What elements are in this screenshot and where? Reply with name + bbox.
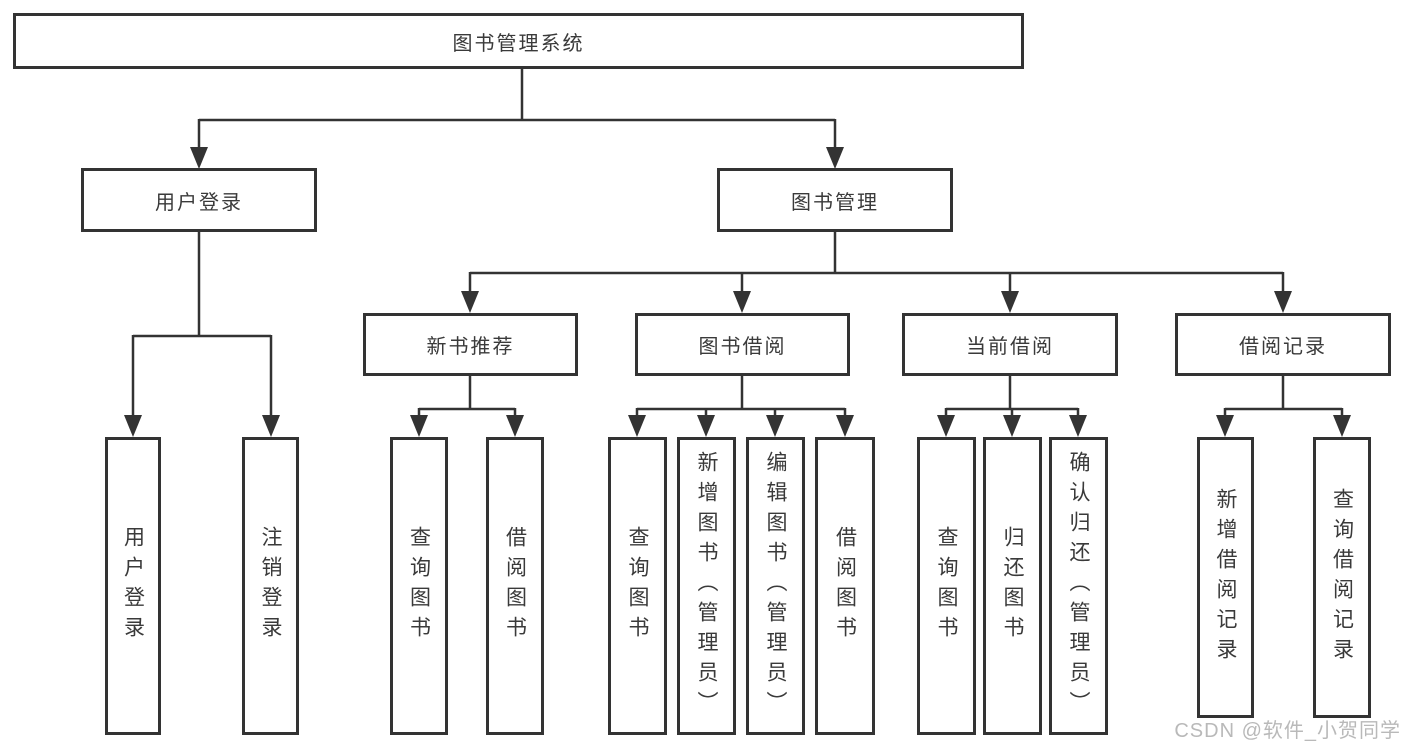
leaf-add-books-admin: 新增图书（管理员）: [677, 437, 736, 735]
node-label: 新增图书（管理员）: [695, 451, 718, 721]
node-label: 图书管理: [791, 191, 879, 214]
node-label: 新书推荐: [426, 336, 515, 358]
csdn-watermark: CSDN @软件_小贺同学: [1174, 720, 1401, 742]
node-label: 编辑图书（管理员）: [764, 451, 787, 721]
node-label: 注销登录: [259, 526, 282, 646]
node-label: 借阅图书: [833, 526, 857, 646]
node-book-management: 图书管理: [717, 168, 953, 232]
node-label: 查询借阅记录: [1330, 487, 1354, 668]
leaf-recommend-borrow-books: 借阅图书: [486, 437, 544, 735]
node-label: 当前借阅: [966, 336, 1054, 358]
node-borrowing-records: 借阅记录: [1175, 313, 1391, 376]
node-library-management-system: 图书管理系统: [13, 13, 1024, 69]
leaf-borrowing-borrow-books: 借阅图书: [815, 437, 875, 735]
node-label: 归还图书: [1001, 526, 1024, 646]
leaf-borrowing-query-books: 查询图书: [608, 437, 667, 735]
leaf-current-query-books: 查询图书: [917, 437, 976, 735]
node-label: 用户登录: [121, 526, 145, 646]
node-label: 查询图书: [935, 526, 958, 646]
leaf-add-borrowing-record: 新增借阅记录: [1197, 437, 1254, 718]
node-label: 借阅图书: [503, 526, 527, 646]
node-label: 查询图书: [626, 526, 649, 646]
leaf-return-books: 归还图书: [983, 437, 1042, 735]
node-user-login: 用户登录: [81, 168, 317, 232]
node-label: 借阅记录: [1239, 336, 1327, 358]
node-label: 查询图书: [407, 526, 431, 646]
node-current-borrowing: 当前借阅: [902, 313, 1118, 376]
leaf-user-login: 用户登录: [105, 437, 161, 735]
node-new-book-recommendation: 新书推荐: [363, 313, 578, 376]
leaf-edit-books-admin: 编辑图书（管理员）: [746, 437, 805, 735]
leaf-confirm-return-admin: 确认归还（管理员）: [1049, 437, 1108, 735]
node-label: 图书管理系统: [452, 32, 585, 55]
leaf-query-borrowing-record: 查询借阅记录: [1313, 437, 1371, 718]
leaf-logout: 注销登录: [242, 437, 299, 735]
node-label: 确认归还（管理员）: [1067, 451, 1090, 721]
node-label: 图书借阅: [698, 336, 787, 358]
node-label: 新增借阅记录: [1214, 487, 1237, 668]
leaf-recommend-query-books: 查询图书: [390, 437, 448, 735]
node-book-borrowing: 图书借阅: [635, 313, 850, 376]
node-label: 用户登录: [155, 191, 243, 214]
